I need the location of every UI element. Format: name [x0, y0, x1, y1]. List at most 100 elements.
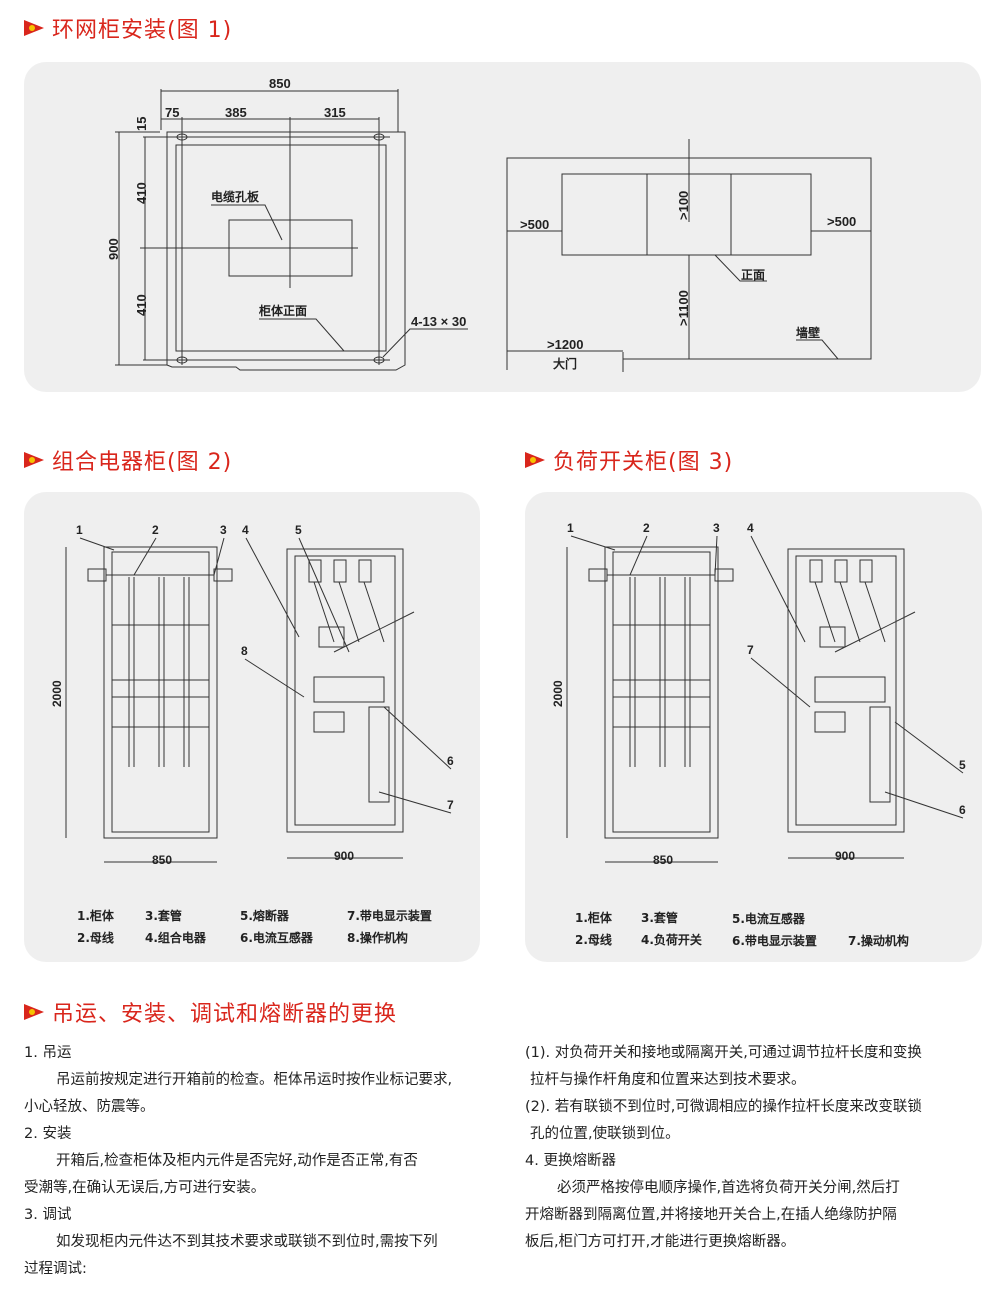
figure-2-panel — [24, 492, 480, 962]
switch-rod — [834, 611, 916, 653]
paragraph-line: 小心轻放、防震等。 — [24, 1099, 155, 1115]
callout-number: 8 — [241, 644, 248, 658]
legend-item: 2.母线 — [575, 933, 612, 947]
bushing — [87, 568, 107, 582]
frame — [111, 696, 210, 728]
front-view-outline — [787, 548, 905, 833]
mechanism — [313, 676, 385, 703]
leader-line — [750, 535, 806, 643]
leader-line — [714, 535, 718, 576]
dim-width: 850 — [269, 76, 291, 91]
dim-width-front: 900 — [835, 849, 855, 863]
frame — [612, 696, 711, 728]
legend-item: 8.操作机构 — [347, 931, 408, 945]
section-header-handling: 吊运、安装、调试和熔断器的更换 — [24, 996, 397, 1028]
dim-15: 15 — [134, 117, 149, 131]
operating-mechanism — [368, 706, 390, 803]
callout-number: 3 — [713, 521, 720, 535]
section-header-combined-unit: 组合电器柜(图 2) — [24, 444, 232, 476]
front-view-inner — [795, 555, 897, 826]
leader-line — [383, 706, 452, 770]
cabinet-drawing — [566, 535, 964, 863]
callout-number: 7 — [747, 643, 754, 657]
text-column-right: (1). 对负荷开关和接地或隔离开关,可通过调节拉杆长度和变换 拉杆与操作杆角度… — [525, 1040, 922, 1256]
component — [814, 711, 846, 733]
heading-fuse-replacement: 4. 更换熔断器 — [525, 1153, 616, 1169]
side-view-outline — [103, 546, 218, 839]
dim-width-side: 850 — [152, 853, 172, 867]
section-header-load-switch: 负荷开关柜(图 3) — [525, 444, 733, 476]
dim-front-gap: >1100 — [676, 290, 691, 326]
component — [819, 626, 846, 648]
legend-item: 5.熔断器 — [240, 909, 289, 923]
figure-1-panel — [24, 62, 981, 392]
label-cabinet-front: 柜体正面 — [258, 303, 307, 318]
leader-line — [378, 791, 452, 814]
component — [318, 626, 345, 648]
legend-item: 6.带电显示装置 — [732, 934, 817, 948]
paragraph-line: 吊运前按规定进行开箱前的检查。柜体吊运时按作业标记要求, — [56, 1072, 453, 1088]
callout-number: 2 — [643, 521, 650, 535]
insulator — [859, 559, 873, 583]
legend-item: 1.柜体 — [77, 909, 114, 923]
dim-right-gap: >500 — [827, 214, 856, 229]
dim-315: 315 — [324, 105, 346, 120]
front-view-outline — [286, 548, 404, 833]
frame — [612, 624, 711, 681]
leader-line — [884, 791, 964, 819]
legend-item: 5.电流互感器 — [732, 912, 805, 926]
legend-item: 6.电流互感器 — [240, 931, 313, 945]
leader-line — [79, 537, 115, 551]
insulator — [809, 559, 823, 583]
legend-item: 1.柜体 — [575, 911, 612, 925]
legend-item: 3.套管 — [641, 911, 678, 925]
dim-height: 2000 — [551, 680, 565, 707]
callout-number: 7 — [447, 798, 454, 812]
label-wall: 墙壁 — [796, 325, 820, 340]
label-front: 正面 — [741, 268, 765, 282]
legend-item: 3.套管 — [145, 909, 182, 923]
switch-rod — [333, 611, 415, 653]
cable — [864, 581, 886, 643]
heading-lifting: 1. 吊运 — [24, 1045, 72, 1061]
leader-line — [629, 535, 648, 576]
front-view-inner — [294, 555, 396, 826]
frame — [111, 624, 210, 681]
operating-mechanism — [869, 706, 891, 803]
cabinet-drawing — [65, 537, 452, 863]
leader-line — [750, 657, 811, 708]
component — [313, 711, 345, 733]
section-title: 环网柜安装(图 1) — [52, 18, 233, 43]
paragraph-line: 过程调试: — [24, 1261, 87, 1277]
legend-item: 2.母线 — [77, 931, 114, 945]
leader-line — [570, 535, 616, 551]
dim-door-width: >1200 — [547, 337, 584, 352]
dim-width-side: 850 — [653, 853, 673, 867]
dim-75: 75 — [165, 105, 179, 120]
arrow-bullet-icon — [24, 1004, 44, 1020]
paragraph-line: 孔的位置,使联锁到位。 — [530, 1126, 680, 1142]
callout-number: 5 — [959, 758, 966, 772]
paragraph-line: 必须严格按停电顺序操作,首选将负荷开关分闸,然后打 — [557, 1180, 900, 1196]
callout-number: 3 — [220, 523, 227, 537]
callout-number: 4 — [242, 523, 249, 537]
callout-number: 6 — [959, 803, 966, 817]
side-view-inner — [612, 551, 711, 833]
figure-3-panel — [525, 492, 982, 962]
insulator — [333, 559, 347, 583]
paragraph-line: 如发现柜内元件达不到其技术要求或联锁不到位时,需按下列 — [56, 1234, 438, 1250]
dim-rear-gap: >100 — [676, 191, 691, 220]
paragraph-line: 拉杆与操作杆角度和位置来达到技术要求。 — [530, 1072, 806, 1088]
dim-410-top: 410 — [134, 182, 149, 204]
mechanism — [814, 676, 886, 703]
leader-line — [213, 537, 225, 576]
section-title: 组合电器柜(图 2) — [52, 450, 233, 475]
arrow-bullet-icon — [525, 452, 545, 468]
paragraph-line: 受潮等,在确认无误后,方可进行安装。 — [24, 1180, 266, 1196]
dim-width-front: 900 — [334, 849, 354, 863]
paragraph-line: 板后,柜门方可打开,才能进行更换熔断器。 — [525, 1234, 796, 1250]
paragraph-line: (2). 若有联锁不到位时,可微调相应的操作拉杆长度来改变联锁 — [525, 1099, 922, 1115]
